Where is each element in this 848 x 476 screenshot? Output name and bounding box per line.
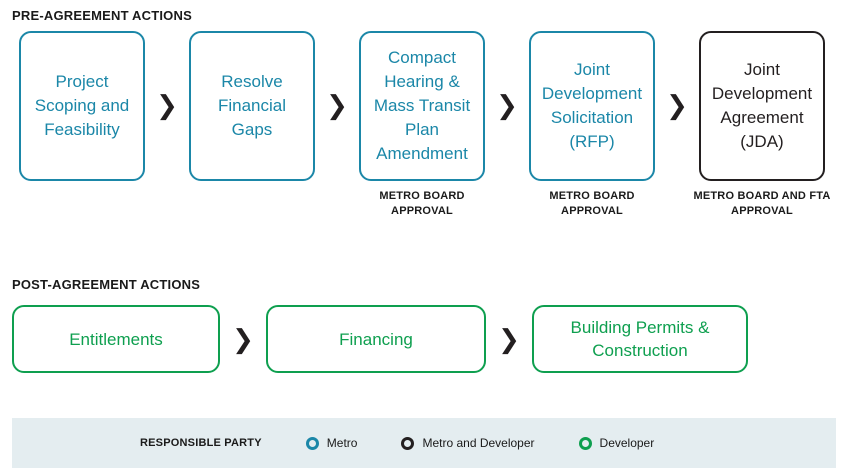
pre-step-2: Resolve Financial Gaps <box>182 31 322 189</box>
legend-item-metro: Metro <box>305 436 358 450</box>
pre-step-1: Project Scoping and Feasibility <box>12 31 152 189</box>
legend-bar: RESPONSIBLE PARTY Metro Metro and Develo… <box>12 418 836 468</box>
pre-step-5: Joint Development Agreement (JDA) METRO … <box>692 31 832 219</box>
pre-step-4-approval: METRO BOARD APPROVAL <box>549 190 635 217</box>
pre-step-3-box[interactable]: Compact Hearing & Mass Transit Plan Amen… <box>359 31 485 181</box>
chevron-right-icon-4: ❯ <box>666 91 688 121</box>
post-step-2-box[interactable]: Financing <box>266 305 486 373</box>
post-agreement-flow: Entitlements ❯ Financing ❯ Building Perm… <box>12 305 748 373</box>
pre-agreement-section-title: PRE-AGREEMENT ACTIONS <box>12 8 192 23</box>
pre-step-3-approval: METRO BOARD APPROVAL <box>379 190 465 217</box>
legend-item-metro-and-developer-label: Metro and Developer <box>422 436 535 450</box>
pre-step-5-label: Joint Development Agreement (JDA) <box>711 60 813 151</box>
post-step-1-label: Entitlements <box>69 329 163 349</box>
chevron-right-icon-6: ❯ <box>498 325 520 355</box>
pre-step-3-label: Compact Hearing & Mass Transit Plan Amen… <box>373 48 471 163</box>
pre-step-5-box[interactable]: Joint Development Agreement (JDA) <box>699 31 825 181</box>
pre-step-1-label: Project Scoping and Feasibility <box>34 72 130 139</box>
legend-item-developer: Developer <box>578 436 655 450</box>
developer-circle-icon <box>578 436 592 450</box>
chevron-right-icon-5: ❯ <box>232 325 254 355</box>
legend-item-metro-and-developer: Metro and Developer <box>401 436 535 450</box>
pre-step-2-label: Resolve Financial Gaps <box>217 72 287 139</box>
metro-and-developer-circle-icon <box>401 436 415 450</box>
pre-agreement-flow: Project Scoping and Feasibility ❯ Resolv… <box>12 31 832 219</box>
post-step-1-box[interactable]: Entitlements <box>12 305 220 373</box>
post-agreement-section-title: POST-AGREEMENT ACTIONS <box>12 277 201 292</box>
chevron-right-icon-2: ❯ <box>326 91 348 121</box>
chevron-right-icon-3: ❯ <box>496 91 518 121</box>
pre-step-5-approval: METRO BOARD AND FTA APPROVAL <box>693 190 831 217</box>
pre-step-4-label: Joint Development Solicitation (RFP) <box>541 60 643 151</box>
pre-step-4: Joint Development Solicitation (RFP) MET… <box>522 31 662 219</box>
post-step-2-label: Financing <box>339 329 413 349</box>
pre-step-1-box[interactable]: Project Scoping and Feasibility <box>19 31 145 181</box>
pre-step-3: Compact Hearing & Mass Transit Plan Amen… <box>352 31 492 219</box>
post-step-3-box[interactable]: Building Permits & Construction <box>532 305 748 373</box>
pre-step-4-box[interactable]: Joint Development Solicitation (RFP) <box>529 31 655 181</box>
pre-step-2-box[interactable]: Resolve Financial Gaps <box>189 31 315 181</box>
chevron-right-icon-1: ❯ <box>156 91 178 121</box>
legend-item-metro-label: Metro <box>326 436 358 450</box>
legend-item-developer-label: Developer <box>599 436 655 450</box>
metro-circle-icon <box>305 436 319 450</box>
legend-title: RESPONSIBLE PARTY <box>140 437 262 449</box>
post-step-3-label: Building Permits & Construction <box>570 318 710 360</box>
